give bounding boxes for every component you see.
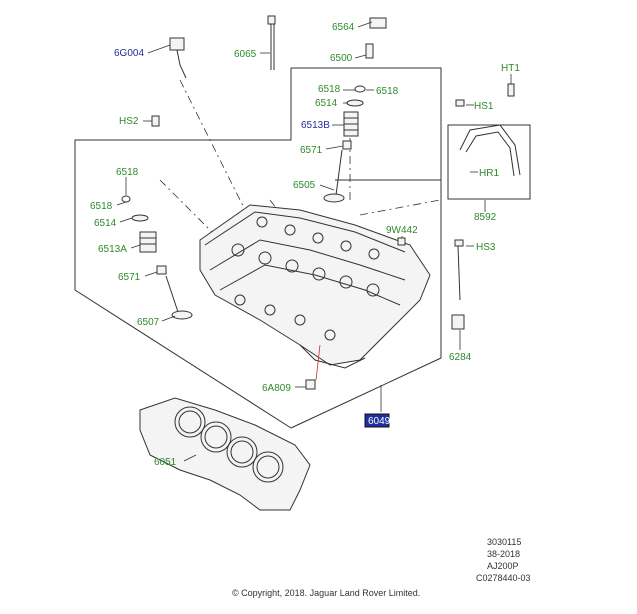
footer-ref-3: AJ200P xyxy=(487,561,519,571)
label-6049[interactable]: 6049 xyxy=(368,416,391,427)
label-6571-a[interactable]: 6571 xyxy=(300,145,323,156)
label-6284[interactable]: 6284 xyxy=(449,352,472,363)
label-HT1[interactable]: HT1 xyxy=(501,63,520,74)
highlighted-part-6049[interactable]: 6049 xyxy=(364,413,391,428)
label-6513A[interactable]: 6513A xyxy=(98,244,127,255)
label-6065[interactable]: 6065 xyxy=(234,49,257,60)
label-6514-a[interactable]: 6514 xyxy=(315,98,338,109)
diagram-footer: 3030115 38-2018 AJ200P C0278440-03 © Cop… xyxy=(232,537,531,598)
label-6G004[interactable]: 6G004 xyxy=(114,48,144,59)
label-HR1[interactable]: HR1 xyxy=(479,168,499,179)
footer-ref-4: C0278440-03 xyxy=(476,573,531,583)
assembly-frame xyxy=(74,67,531,429)
copyright-text: © Copyright, 2018. Jaguar Land Rover Lim… xyxy=(232,588,420,598)
head-gasket xyxy=(139,397,311,511)
label-6A809[interactable]: 6A809 xyxy=(262,383,291,394)
label-HS3[interactable]: HS3 xyxy=(476,242,496,253)
part-labels: 6564 6G004 6065 6500 HT1 6518 6518 6514 … xyxy=(90,22,520,468)
label-6518-a[interactable]: 6518 xyxy=(318,84,341,95)
small-parts xyxy=(121,15,521,390)
label-6514-b[interactable]: 6514 xyxy=(94,218,117,229)
label-6051[interactable]: 6051 xyxy=(154,457,177,468)
label-6518-c[interactable]: 6518 xyxy=(116,167,139,178)
label-9W442[interactable]: 9W442 xyxy=(386,225,418,236)
footer-ref-2: 38-2018 xyxy=(487,549,520,559)
label-6507[interactable]: 6507 xyxy=(137,317,160,328)
cam-bore-row xyxy=(231,216,380,341)
label-6518-d[interactable]: 6518 xyxy=(90,201,113,212)
label-6500[interactable]: 6500 xyxy=(330,53,353,64)
label-HS1[interactable]: HS1 xyxy=(474,101,494,112)
label-6571-b[interactable]: 6571 xyxy=(118,272,141,283)
label-6564[interactable]: 6564 xyxy=(332,22,355,33)
label-HS2[interactable]: HS2 xyxy=(119,116,139,127)
label-6505[interactable]: 6505 xyxy=(293,180,316,191)
leader-lines xyxy=(116,21,512,462)
label-8592[interactable]: 8592 xyxy=(474,212,497,223)
label-6513B[interactable]: 6513B xyxy=(301,120,330,131)
label-6518-b[interactable]: 6518 xyxy=(376,86,399,97)
cylinder-head xyxy=(199,204,431,369)
footer-ref-1: 3030115 xyxy=(487,537,521,547)
